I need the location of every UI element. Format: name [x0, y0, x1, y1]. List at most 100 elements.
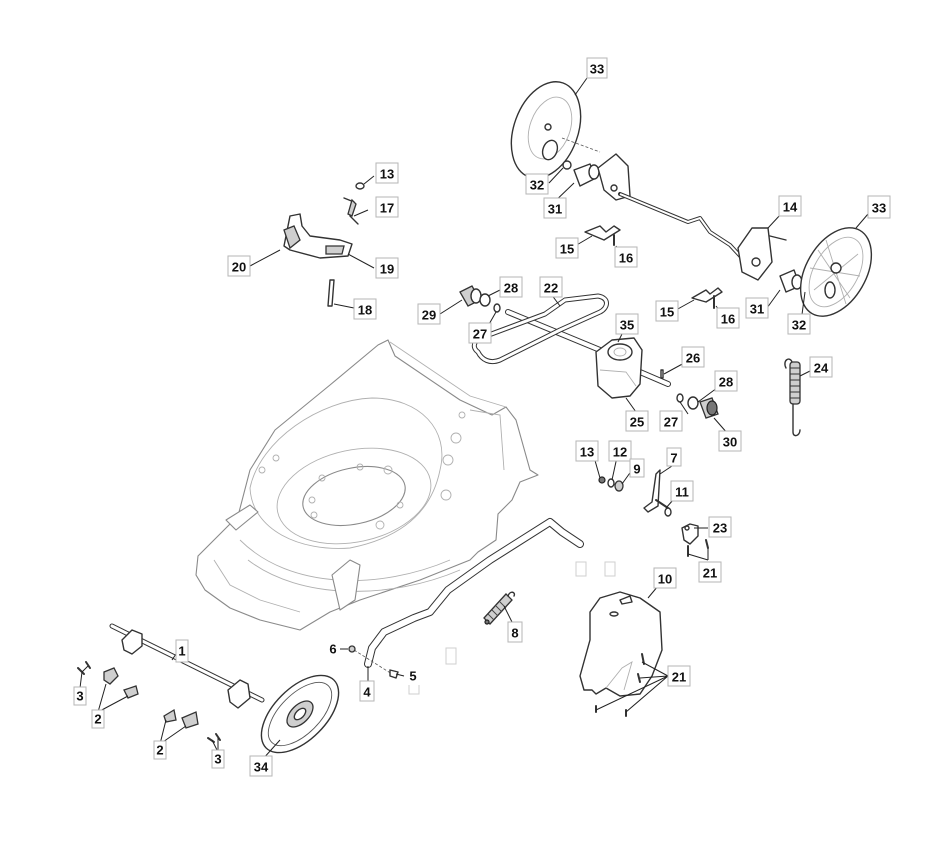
callout-label: 15 [560, 242, 574, 257]
extension-spring [784, 358, 801, 437]
callout-4: 4 [359, 680, 375, 702]
callout-33-right: 33 [867, 195, 891, 219]
callout-21-lower: 21 [667, 665, 691, 687]
rear-wheel-right [799, 227, 873, 317]
callout-label: 3 [76, 689, 83, 704]
callout-label: 25 [630, 415, 644, 430]
callout-label: 35 [620, 318, 634, 333]
callout-label: 31 [750, 302, 764, 317]
empty-callout-box [604, 561, 616, 577]
callout-32-left: 32 [525, 173, 549, 195]
callout-label: 22 [544, 281, 558, 296]
callout-label: 21 [672, 670, 686, 685]
callout-2-left: 2 [91, 709, 105, 729]
front-axle-assembly [77, 623, 265, 743]
bolt-5 [389, 669, 399, 679]
callout-27-right: 27 [659, 410, 683, 432]
rear-axle-bracket [737, 227, 773, 281]
callout-6: 6 [326, 640, 340, 658]
callout-label: 26 [686, 351, 700, 366]
washer-12 [607, 478, 615, 488]
callout-label: 9 [633, 462, 640, 477]
callout-3-left: 3 [73, 686, 87, 706]
height-adjust-lever [283, 182, 365, 307]
cable-bracket-23 [681, 523, 699, 545]
callout-label: 33 [590, 62, 604, 77]
callout-29: 29 [417, 303, 441, 325]
callout-8: 8 [507, 621, 523, 643]
callout-label: 28 [719, 375, 733, 390]
mower-deck [195, 339, 539, 631]
o-ring-right [676, 393, 684, 403]
callout-24: 24 [809, 356, 833, 378]
callout-label: 23 [713, 521, 727, 536]
callout-label: 27 [473, 327, 487, 342]
callout-28-right: 28 [714, 370, 738, 392]
pin-18 [327, 279, 335, 307]
empty-callout-box [575, 561, 587, 577]
callout-label: 13 [380, 167, 394, 182]
callout-label: 14 [783, 200, 798, 215]
callout-28-left: 28 [499, 276, 523, 298]
rear-axle-assembly [510, 81, 873, 317]
callout-23: 23 [708, 516, 732, 538]
callout-label: 2 [94, 712, 101, 727]
callout-label: 30 [723, 435, 737, 450]
callout-label: 7 [670, 451, 677, 466]
front-wheel [260, 674, 340, 754]
callout-label: 32 [530, 178, 544, 193]
callout-label: 2 [156, 743, 163, 758]
callout-30: 30 [718, 430, 742, 452]
callout-label: 34 [254, 760, 269, 775]
callout-1: 1 [175, 639, 189, 663]
callout-label: 24 [814, 361, 829, 376]
drive-assembly [459, 285, 719, 419]
lever-parts [598, 469, 709, 557]
callout-15-upper: 15 [555, 237, 579, 259]
callout-label: 12 [613, 445, 627, 460]
belt-cover [579, 591, 663, 717]
callout-33-left: 33 [586, 57, 608, 79]
axle-plate-left [597, 153, 631, 201]
callout-9: 9 [629, 458, 645, 478]
callout-label: 5 [409, 669, 416, 684]
callout-label: 6 [329, 642, 336, 657]
callout-16-upper: 16 [614, 246, 638, 268]
callout-3-right: 3 [211, 749, 225, 769]
callout-label: 29 [422, 308, 436, 323]
callout-label: 11 [675, 485, 689, 500]
callout-label: 8 [511, 626, 518, 641]
washer-left [562, 160, 572, 170]
callout-label: 33 [872, 201, 886, 216]
callout-7: 7 [666, 447, 682, 467]
callout-label: 19 [380, 262, 394, 277]
callout-34: 34 [249, 755, 273, 777]
callout-label: 1 [178, 644, 185, 659]
bushing-right [687, 396, 699, 410]
o-ring-left [493, 303, 501, 313]
nut-6 [348, 645, 356, 653]
lever-bracket-7 [643, 469, 661, 513]
callout-13-top: 13 [375, 162, 399, 184]
callout-31-right: 31 [745, 297, 769, 319]
callout-label: 15 [660, 305, 674, 320]
callout-label: 27 [664, 415, 678, 430]
callout-label: 4 [363, 685, 371, 700]
callout-25: 25 [625, 410, 649, 432]
callout-12: 12 [608, 440, 632, 462]
nut-13b [598, 476, 606, 484]
bushing-left [479, 293, 491, 307]
callout-31-left: 31 [543, 197, 567, 219]
callout-label: 17 [380, 201, 394, 216]
callout-label: 16 [619, 251, 633, 266]
spring-8 [483, 591, 516, 625]
callout-15-lower: 15 [655, 300, 679, 322]
callout-10: 10 [653, 567, 677, 589]
callout-label: 18 [358, 303, 372, 318]
callout-label: 3 [214, 752, 221, 767]
callout-label: 20 [232, 260, 246, 275]
callout-label: 28 [504, 281, 518, 296]
callout-label: 32 [792, 318, 806, 333]
nut-9 [614, 480, 624, 492]
